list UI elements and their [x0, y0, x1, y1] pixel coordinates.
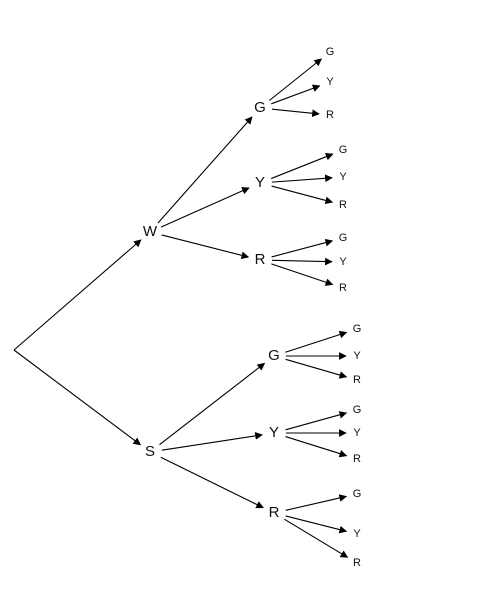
edge-w-y-to-y — [271, 174, 333, 183]
edge-s-to-y — [161, 432, 263, 451]
leaf-w-g-g: G — [326, 46, 335, 58]
edge-s-y-to-g — [285, 411, 348, 431]
leaf-s-g-g: G — [353, 323, 362, 335]
edge-s-g-to-g — [285, 330, 348, 353]
edge-w-y-to-g — [270, 153, 334, 180]
edge-w-to-y — [160, 187, 250, 228]
leaf-s-r-g: G — [353, 488, 362, 500]
edge-s-g-to-r — [285, 358, 348, 379]
leaf-w-g-y: Y — [326, 76, 334, 88]
edge-w-g-to-y — [271, 84, 321, 105]
edge-s-r-to-g — [285, 494, 348, 511]
node-s: S — [145, 443, 155, 460]
node-w: W — [143, 223, 158, 240]
edge-w-r-to-y — [271, 257, 333, 266]
edge-root-to-w — [13, 239, 142, 351]
leaf-s-r-y: Y — [353, 528, 361, 540]
leaf-w-r-r: R — [339, 282, 347, 294]
leaf-w-g-r: R — [326, 109, 334, 121]
edge-w-to-g — [157, 116, 253, 224]
edge-w-to-r — [161, 234, 250, 260]
leaf-w-y-g: G — [339, 144, 348, 156]
leaf-w-y-r: R — [339, 199, 347, 211]
node-s-g: G — [268, 347, 280, 364]
edge-w-r-to-r — [271, 263, 334, 286]
leaf-s-y-r: R — [353, 453, 361, 465]
leaf-w-r-y: Y — [339, 256, 347, 268]
edge-w-g-to-r — [271, 108, 320, 118]
node-w-r: R — [255, 251, 266, 268]
edge-root-to-s — [13, 349, 142, 446]
node-s-y: Y — [269, 424, 279, 441]
leaf-s-g-y: Y — [353, 350, 361, 362]
node-s-r: R — [269, 504, 280, 521]
leaf-w-y-y: Y — [339, 171, 347, 183]
edge-w-y-to-r — [271, 185, 334, 205]
leaf-s-y-g: G — [353, 404, 362, 416]
tree-edges — [13, 58, 349, 558]
edge-s-to-g — [159, 362, 266, 446]
edge-s-r-to-y — [285, 515, 348, 534]
edge-s-y-to-r — [285, 436, 348, 458]
node-w-y: Y — [255, 174, 265, 191]
leaf-s-r-r: R — [353, 557, 361, 569]
edge-w-r-to-g — [271, 238, 334, 258]
edge-s-to-r — [160, 456, 264, 509]
edge-w-g-to-g — [269, 58, 323, 101]
leaf-s-y-y: Y — [353, 427, 361, 439]
node-w-g: G — [254, 99, 266, 116]
leaf-s-g-r: R — [353, 374, 361, 386]
edge-s-r-to-r — [283, 518, 349, 558]
leaf-w-r-g: G — [339, 232, 348, 244]
